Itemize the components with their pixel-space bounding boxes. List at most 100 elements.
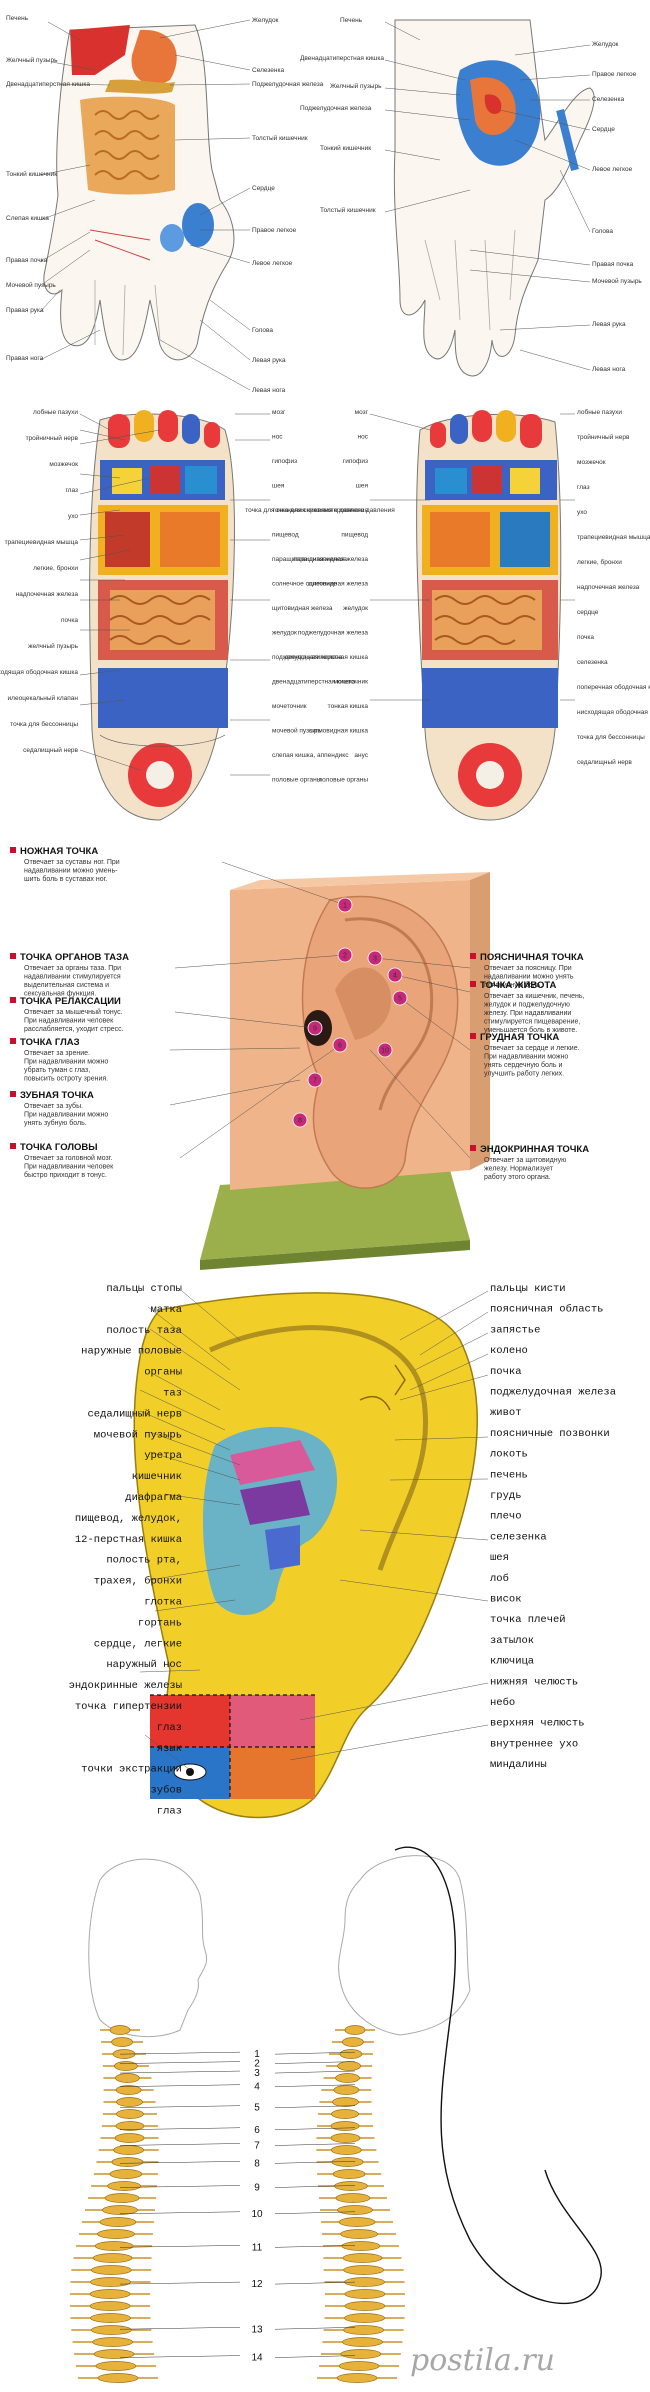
- spine-right: [316, 2025, 405, 2383]
- point-bullet: [10, 997, 16, 1003]
- label: зубов: [150, 1784, 182, 1797]
- liver-shape: [70, 25, 130, 75]
- point-description: Отвечает за суставы ног. При: [24, 859, 120, 866]
- label: Двенадцатиперстная кишка: [6, 81, 90, 88]
- vertebra: [95, 2361, 137, 2371]
- label: язык: [157, 1743, 182, 1755]
- point-marker: [337, 897, 353, 913]
- vertebra: [99, 2217, 137, 2227]
- label: грудь: [490, 1490, 522, 1502]
- label: диафрагма: [125, 1491, 182, 1504]
- point-description: Отвечает за головной мозг.: [24, 1154, 112, 1162]
- point-title: ГРУДНАЯ ТОЧКА: [480, 1032, 559, 1043]
- point-bullet: [10, 953, 16, 959]
- vertebra: [97, 2373, 139, 2383]
- label: Левая нога: [592, 366, 626, 373]
- label: небо: [490, 1696, 515, 1709]
- point-bullet: [470, 1145, 476, 1151]
- right-heart-shape: [484, 94, 502, 115]
- vertebra: [115, 2085, 142, 2095]
- point-description: расслабляется, уходит стресс.: [24, 1025, 124, 1033]
- label: глаз: [157, 1722, 182, 1734]
- label: Желудок: [592, 41, 619, 48]
- label: желчный пузырь: [28, 642, 79, 650]
- label: Правая почка: [6, 257, 48, 264]
- point-description: надавливании можно унять: [484, 974, 574, 981]
- marker-number: 9: [313, 1026, 317, 1033]
- leader-line: [119, 2051, 241, 2055]
- leader-line: [119, 2355, 241, 2358]
- vertebra: [338, 2217, 376, 2227]
- label: лоб: [490, 1572, 509, 1585]
- label: пищевод, желудок,: [75, 1513, 182, 1525]
- vertebra: [342, 2253, 383, 2263]
- vertebra: [337, 2061, 361, 2071]
- label: двенадцатиперстная кишка: [285, 654, 369, 661]
- label: внутреннее ухо: [490, 1738, 578, 1750]
- label: селезенка: [490, 1531, 547, 1543]
- point-description: надавливании стимулируется: [24, 974, 121, 981]
- label: гортань: [138, 1617, 182, 1629]
- vertebra: [115, 2073, 140, 2083]
- hand-organs-panel: Печень Желчный пузырь Двенадцатиперстная…: [0, 0, 650, 400]
- vertebra: [340, 2229, 378, 2239]
- vertebra: [109, 2169, 143, 2179]
- vertebra: [111, 2157, 144, 2167]
- vertebra: [114, 2061, 138, 2071]
- vertebra: [340, 2349, 382, 2359]
- label: мочевой пузырь: [94, 1429, 182, 1441]
- label: точка для снижения кровяного давления: [272, 507, 395, 514]
- vertebra: [336, 2373, 378, 2383]
- leader-line: [274, 2211, 356, 2214]
- point-description: Отвечает за поясницу. При: [484, 965, 572, 972]
- spine-number: 14: [251, 2353, 263, 2364]
- point-bullet: [10, 847, 16, 853]
- label: Правое легкое: [592, 71, 637, 78]
- spine-number: 1: [254, 2049, 260, 2060]
- point-description: убрать туман с глаз,: [24, 1066, 90, 1074]
- point-title: ТОЧКА ЖИВОТА: [480, 980, 557, 991]
- heart-lung-shape: [182, 203, 214, 247]
- vertebra: [89, 2301, 131, 2311]
- label: сердце, легкие: [94, 1638, 182, 1650]
- point-description: работу этого органа.: [484, 1173, 551, 1181]
- spine-number: 11: [252, 2242, 263, 2253]
- spine-number: 13: [251, 2324, 263, 2335]
- point-title: ЭНДОКРИННАЯ ТОЧКА: [480, 1144, 589, 1155]
- right-hand-left-labels: Печень Двенадцатиперстная кишка Желчный …: [300, 17, 384, 214]
- label: мозг: [272, 409, 286, 416]
- marker-number: 2: [343, 953, 347, 960]
- vertebra: [338, 2361, 380, 2371]
- point-description: Отвечает за зубы.: [24, 1102, 83, 1110]
- label: точка для бессонницы: [10, 720, 78, 728]
- vertebra: [332, 2169, 366, 2179]
- label: пищевод: [341, 532, 368, 539]
- vertebra: [343, 2325, 385, 2335]
- leader-line: [274, 2185, 356, 2188]
- right-hand-outline: [393, 19, 595, 377]
- leader-line: [274, 2281, 356, 2285]
- spine-number: 9: [254, 2183, 260, 2194]
- label: нос: [358, 434, 369, 441]
- lobe-red: [150, 1695, 230, 1747]
- label: гипофиз: [272, 458, 297, 465]
- vertebra: [115, 2121, 145, 2131]
- vertebra: [90, 2325, 132, 2335]
- leader-line: [274, 2355, 356, 2358]
- label: ухо: [577, 509, 587, 516]
- left-foot: [89, 410, 235, 821]
- spine-number: 7: [254, 2141, 260, 2152]
- point-bullet: [470, 953, 476, 959]
- point-marker: [377, 1042, 393, 1058]
- leader-line: [274, 2070, 356, 2074]
- acupuncture-curve: [394, 1846, 603, 2305]
- leader-line: [274, 2105, 356, 2108]
- point-description: быстро приходит в тонус.: [24, 1171, 107, 1179]
- label: Мочевой пузырь: [592, 277, 642, 285]
- point-marker: [292, 1112, 308, 1128]
- label: тонкая кишка: [328, 703, 369, 710]
